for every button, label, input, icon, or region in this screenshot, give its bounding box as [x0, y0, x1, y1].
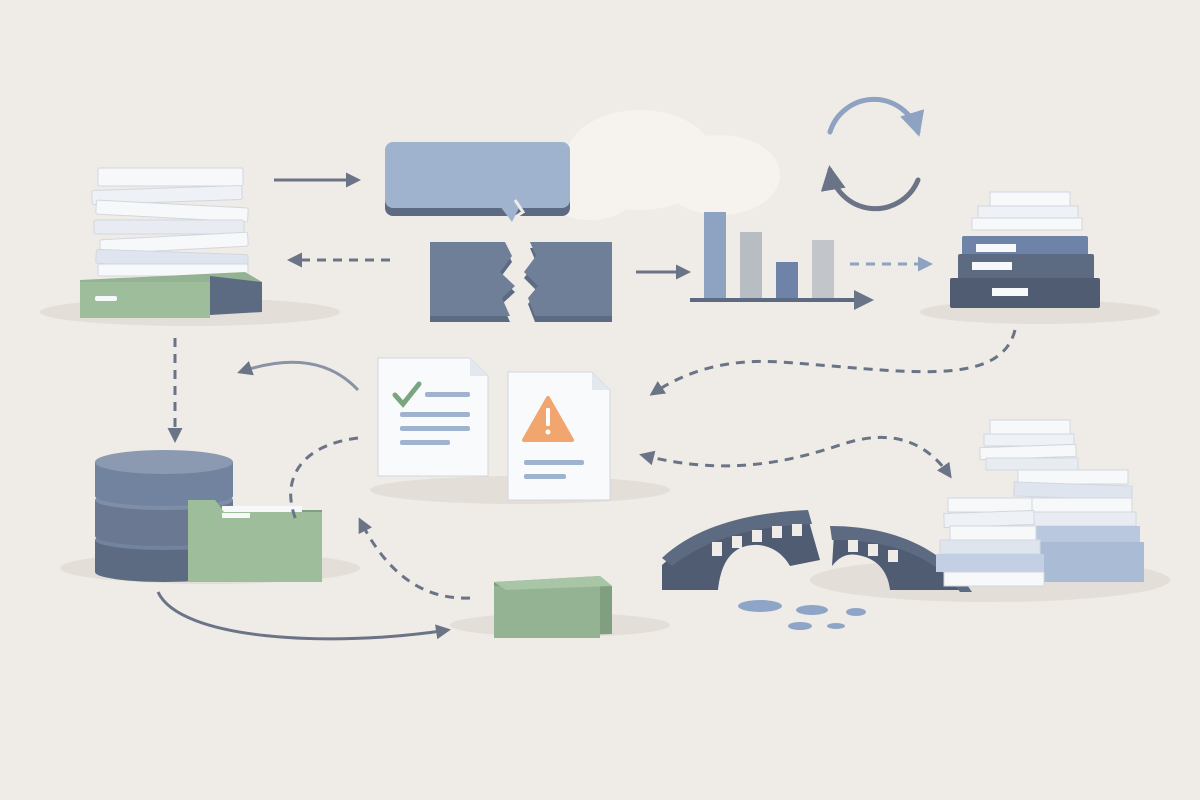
arrow-block-to-documents	[358, 517, 471, 600]
water-puddles	[738, 600, 866, 630]
arrow-trays-to-documents	[649, 329, 1017, 396]
checklist-document-icon	[377, 357, 489, 477]
refresh-cycle-icon	[820, 97, 925, 212]
arrow-database-to-block	[156, 591, 451, 641]
broken-block-icon	[430, 242, 612, 322]
document-piles-icon	[936, 419, 1144, 587]
arrow-documents-to-piles	[639, 435, 952, 479]
bar-chart-icon	[690, 212, 874, 310]
stacked-trays-icon	[950, 191, 1100, 308]
speech-bubble-icon	[385, 142, 570, 228]
broken-bridge-icon	[662, 510, 972, 630]
paper-stack-tray-icon	[80, 167, 262, 318]
green-block-icon	[494, 576, 612, 638]
arrow-documents-to-left	[237, 360, 360, 392]
warning-document-icon	[507, 371, 611, 501]
background-cloud	[540, 110, 780, 220]
arrow-documents-loop	[289, 436, 359, 521]
folder-icon	[188, 500, 322, 582]
